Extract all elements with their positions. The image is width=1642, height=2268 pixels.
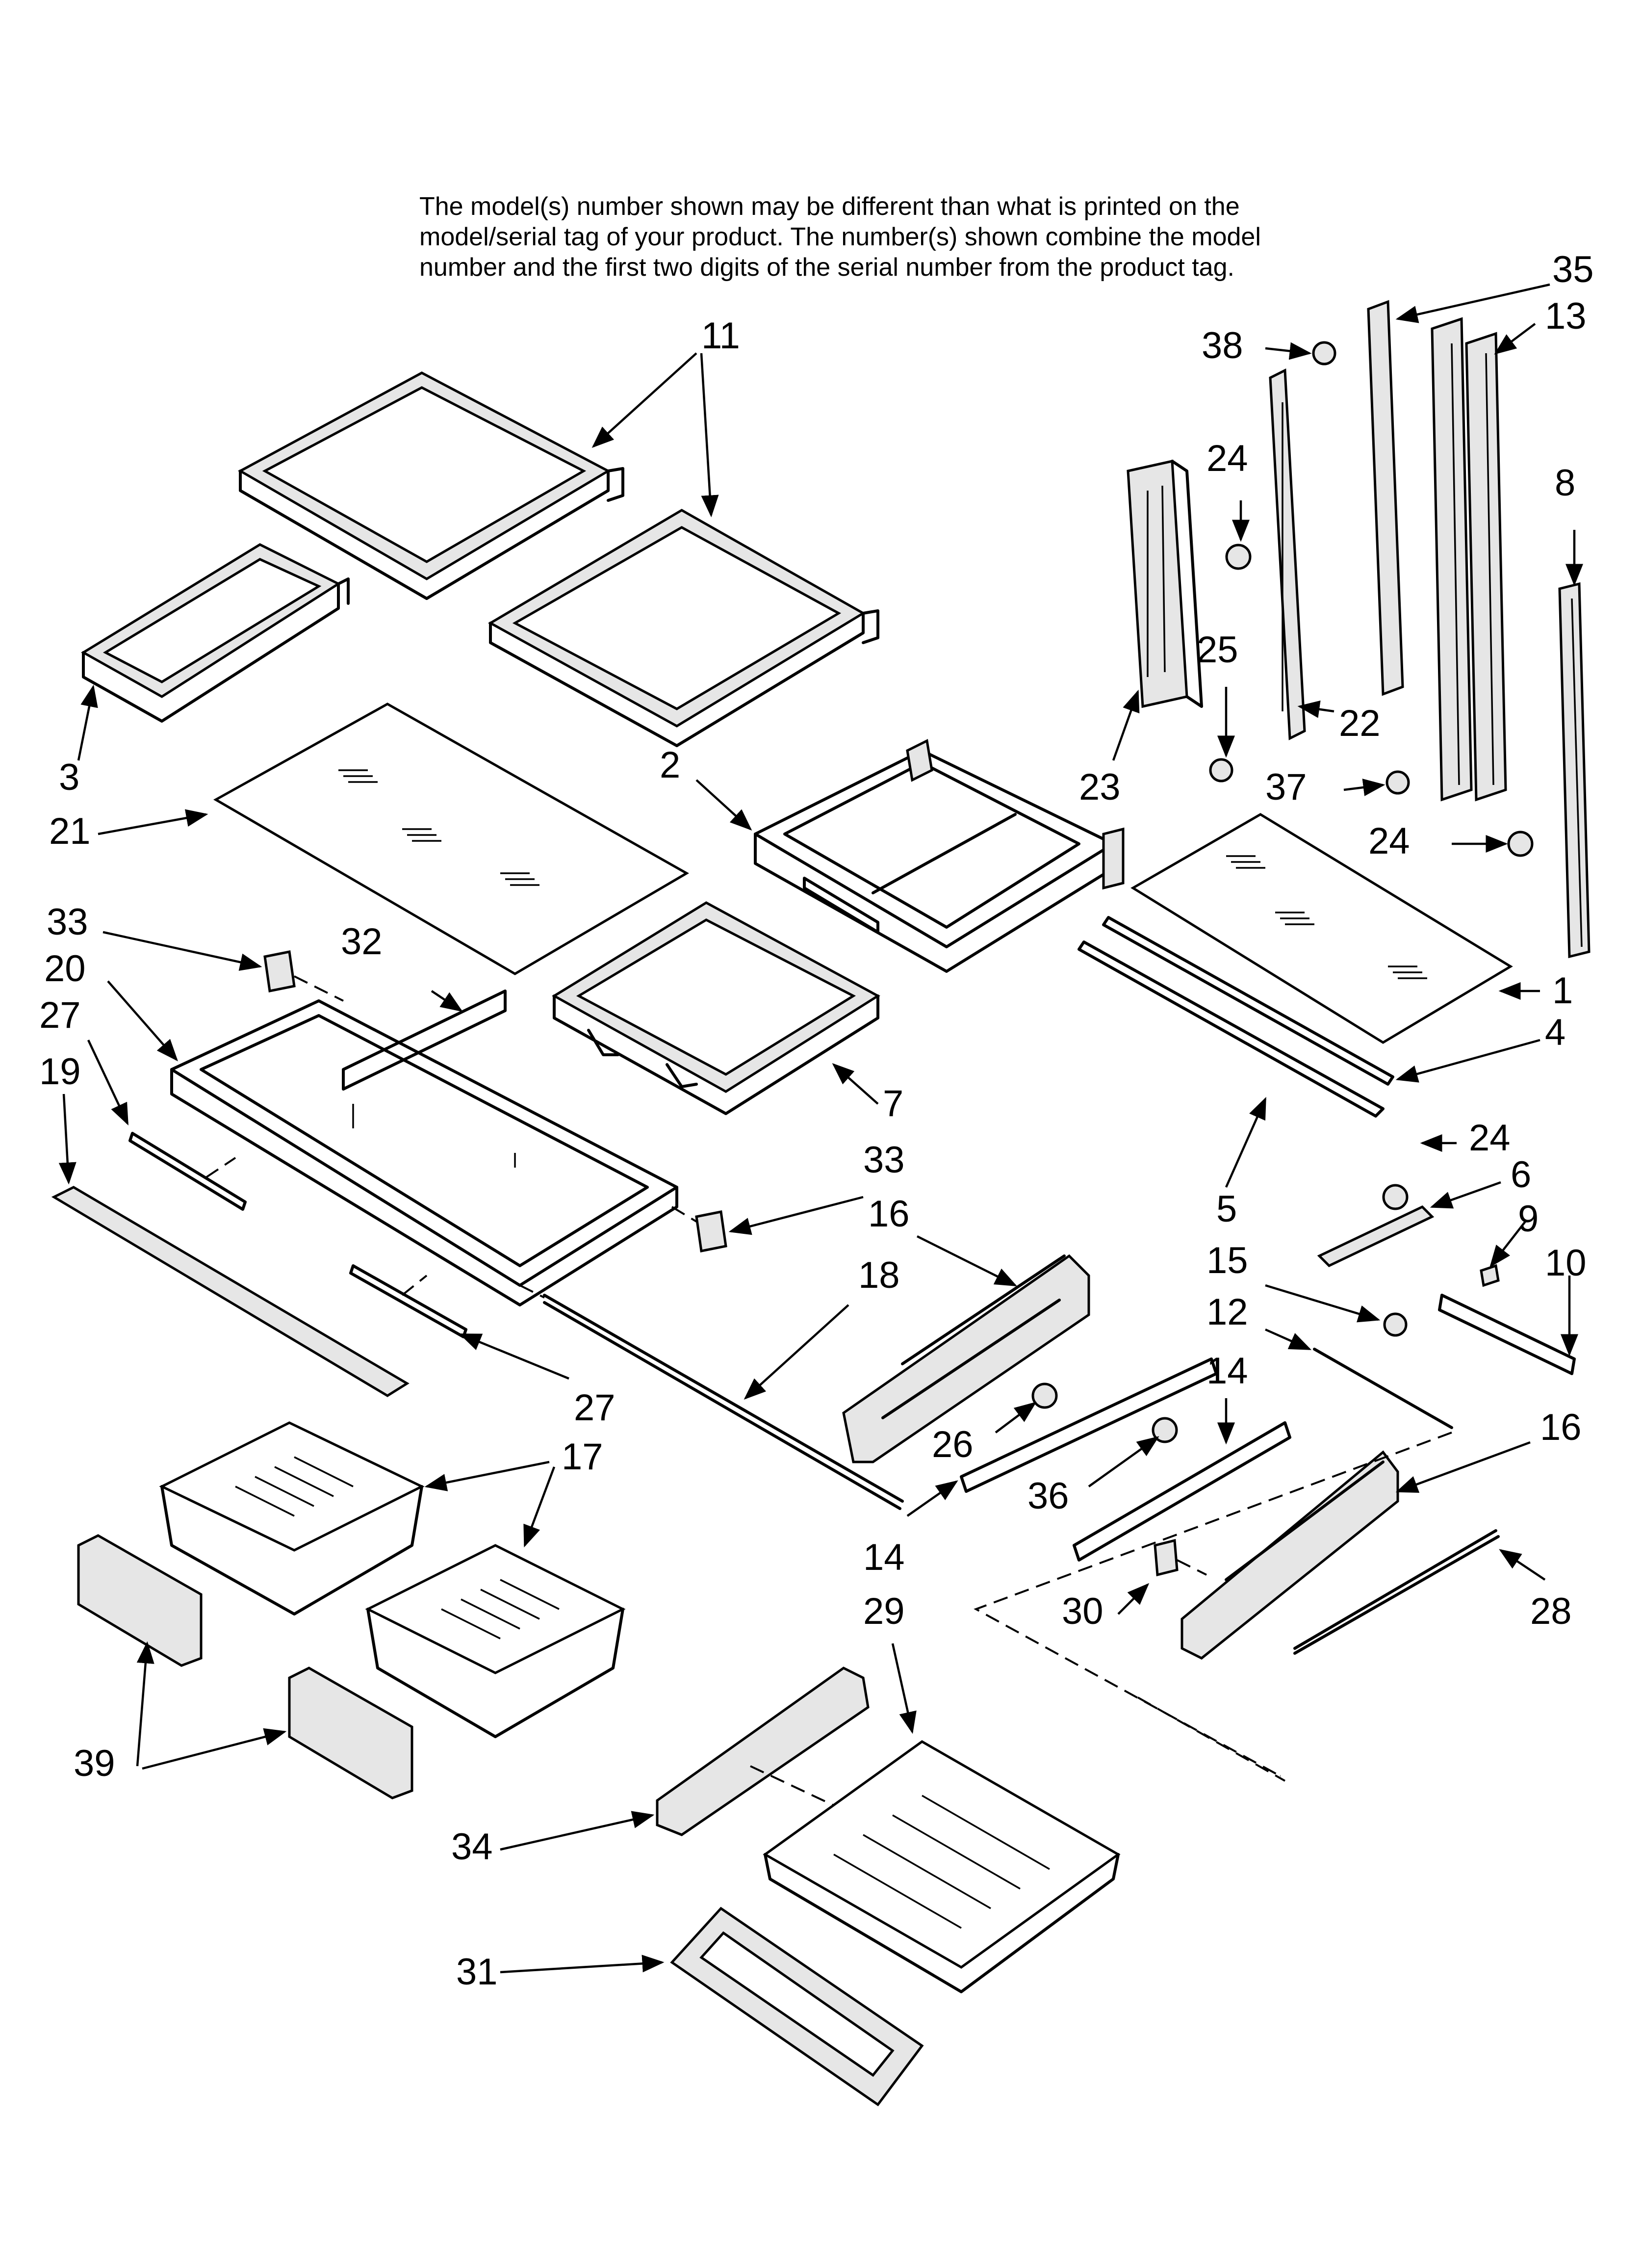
screw-24-right	[1507, 831, 1534, 857]
part-8-rail	[1558, 582, 1591, 959]
callout-30: 30	[1062, 1590, 1103, 1632]
part-23-rail	[1127, 459, 1203, 708]
callout-2: 2	[660, 744, 680, 786]
part-39-drawer-front-right	[288, 1667, 413, 1799]
part-17-crisper-left	[159, 1421, 425, 1616]
callout-31: 31	[456, 1951, 498, 1993]
callout-19: 19	[39, 1051, 81, 1093]
callout-18: 18	[858, 1254, 900, 1296]
callout-14-upper: 14	[1206, 1350, 1248, 1392]
part-34-drawer-cover	[656, 1667, 870, 1836]
part-35-rail	[1367, 300, 1404, 696]
callout-27-lower: 27	[574, 1387, 616, 1429]
callout-38: 38	[1202, 325, 1243, 366]
notice-line-1: The model(s) number shown may be differe…	[419, 192, 1240, 221]
callout-8: 8	[1555, 462, 1575, 504]
part-11-shelf-right	[487, 509, 879, 747]
part-14-slide-right	[1073, 1421, 1291, 1562]
part-28-rod	[1293, 1529, 1500, 1655]
callout-16-lower: 16	[1540, 1407, 1582, 1448]
callout-32: 32	[341, 921, 383, 963]
part-18-rod	[519, 1284, 904, 1510]
callout-11: 11	[701, 315, 740, 357]
callout-5: 5	[1216, 1188, 1237, 1230]
callout-3: 3	[59, 756, 79, 798]
callout-22: 22	[1339, 703, 1381, 744]
part-13-rail-pair	[1431, 317, 1507, 802]
screw-24-upper	[1225, 544, 1252, 570]
part-20-crisper-frame	[170, 990, 678, 1306]
part-10-bracket	[1438, 1294, 1576, 1375]
callout-37: 37	[1265, 766, 1307, 808]
part-39-drawer-front-left	[77, 1534, 203, 1667]
part-2-shelf-frame	[754, 739, 1125, 973]
part-27-bracket-upper	[128, 1132, 247, 1211]
callout-23: 23	[1079, 766, 1121, 808]
callout-36: 36	[1027, 1475, 1069, 1517]
callout-28: 28	[1530, 1590, 1572, 1632]
part-14-slide-left	[960, 1357, 1218, 1493]
part-27-bracket-lower	[349, 1264, 467, 1338]
screw-26	[1031, 1382, 1058, 1409]
callout-7: 7	[883, 1083, 903, 1124]
callout-9: 9	[1518, 1198, 1539, 1240]
callout-6: 6	[1511, 1154, 1531, 1196]
callout-35: 35	[1552, 249, 1594, 290]
part-1-glass-shelf	[1130, 813, 1513, 1044]
part-16-slide-housing-upper	[842, 1254, 1090, 1463]
callout-1: 1	[1552, 970, 1573, 1012]
part-12-rod	[1313, 1348, 1453, 1429]
part-9-clip	[1480, 1264, 1500, 1287]
part-3-small-shelf	[81, 543, 350, 723]
part-22-rail	[1269, 368, 1306, 740]
callout-27-upper: 27	[39, 994, 81, 1036]
part-21-glass-shelf	[213, 703, 690, 975]
notice-line-3: number and the first two digits of the s…	[419, 253, 1234, 282]
screw-15	[1383, 1312, 1408, 1337]
part-6-bracket	[1317, 1205, 1435, 1268]
part-33-clip-upper	[263, 950, 296, 992]
part-5-trim-strip	[1078, 940, 1385, 1118]
part-33-clip-lower	[695, 1210, 727, 1252]
callout-20: 20	[44, 948, 86, 990]
screw-36	[1152, 1417, 1178, 1443]
callout-24-right: 24	[1368, 820, 1410, 862]
callout-13: 13	[1545, 295, 1587, 337]
callout-34: 34	[451, 1826, 493, 1868]
callout-24-upper: 24	[1206, 438, 1248, 479]
callout-17: 17	[562, 1436, 603, 1478]
callout-25: 25	[1197, 629, 1238, 671]
callout-26: 26	[932, 1424, 974, 1465]
callout-16-upper: 16	[868, 1193, 910, 1235]
part-29-deli-drawer	[763, 1740, 1121, 1993]
callout-24-lower: 24	[1469, 1117, 1511, 1159]
notice-line-2: model/serial tag of your product. The nu…	[419, 223, 1261, 251]
part-11-shelf-left	[237, 371, 624, 600]
part-30-clip	[1154, 1538, 1179, 1577]
part-4-trim-strip	[1102, 916, 1394, 1086]
part-31-drawer-front	[670, 1906, 924, 2107]
screw-37	[1385, 770, 1410, 795]
callout-14-lower: 14	[863, 1537, 905, 1578]
callout-33-lower: 33	[863, 1139, 905, 1181]
callout-4: 4	[1545, 1012, 1565, 1053]
part-17-crisper-right	[365, 1544, 626, 1738]
model-number-notice: The model(s) number shown may be differe…	[419, 191, 1449, 283]
screw-25	[1209, 758, 1233, 782]
screw-38	[1312, 341, 1336, 365]
part-16-slide-housing-lower	[1180, 1450, 1399, 1660]
callout-10: 10	[1545, 1242, 1587, 1284]
screw-24-lower	[1382, 1184, 1409, 1210]
callout-21: 21	[49, 810, 91, 852]
callout-29: 29	[863, 1590, 905, 1632]
part-19-trim	[51, 1186, 410, 1397]
callout-39: 39	[74, 1743, 115, 1784]
callout-15: 15	[1206, 1240, 1248, 1281]
part-7-shelf	[552, 901, 880, 1115]
callout-33-upper: 33	[47, 901, 88, 943]
callout-12: 12	[1206, 1291, 1248, 1333]
